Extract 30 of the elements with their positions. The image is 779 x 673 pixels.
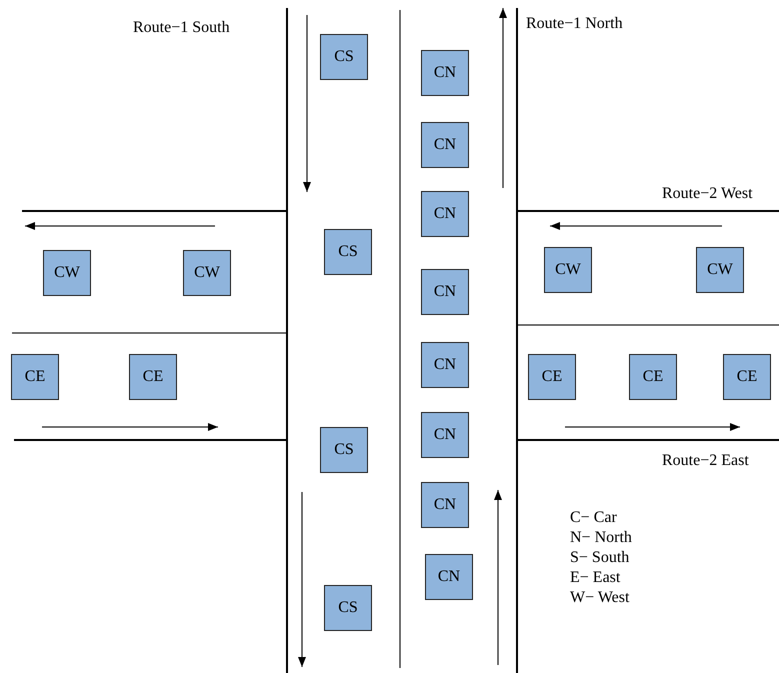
key-text: S− South — [570, 549, 630, 567]
car-box: CN — [421, 342, 469, 388]
road-label: Route−2 West — [662, 185, 753, 203]
road-label: Route−1 North — [526, 15, 623, 33]
car-box: CE — [723, 354, 771, 400]
car-box: CS — [324, 229, 372, 275]
car-box: CE — [528, 354, 576, 400]
car-box: CN — [421, 191, 469, 237]
car-box: CW — [696, 247, 744, 293]
car-box: CW — [43, 250, 91, 296]
key-text: W− West — [570, 589, 630, 607]
road-label: Route−1 South — [133, 19, 230, 37]
car-box: CN — [421, 50, 469, 96]
car-box: CW — [183, 250, 231, 296]
car-box: CN — [421, 412, 469, 458]
road-label: Route−2 East — [662, 452, 749, 470]
car-box: CN — [421, 122, 469, 168]
car-box: CN — [421, 269, 469, 315]
car-box: CE — [129, 354, 177, 400]
car-box: CN — [425, 554, 473, 600]
car-box: CE — [11, 354, 59, 400]
car-box: CN — [421, 482, 469, 528]
key-text: N− North — [570, 529, 632, 547]
car-box: CS — [320, 427, 368, 473]
car-box: CW — [544, 247, 592, 293]
car-box: CS — [320, 34, 368, 80]
key-text: C− Car — [570, 509, 617, 527]
car-box: CS — [324, 585, 372, 631]
key-text: E− East — [570, 569, 620, 587]
car-box: CE — [629, 354, 677, 400]
